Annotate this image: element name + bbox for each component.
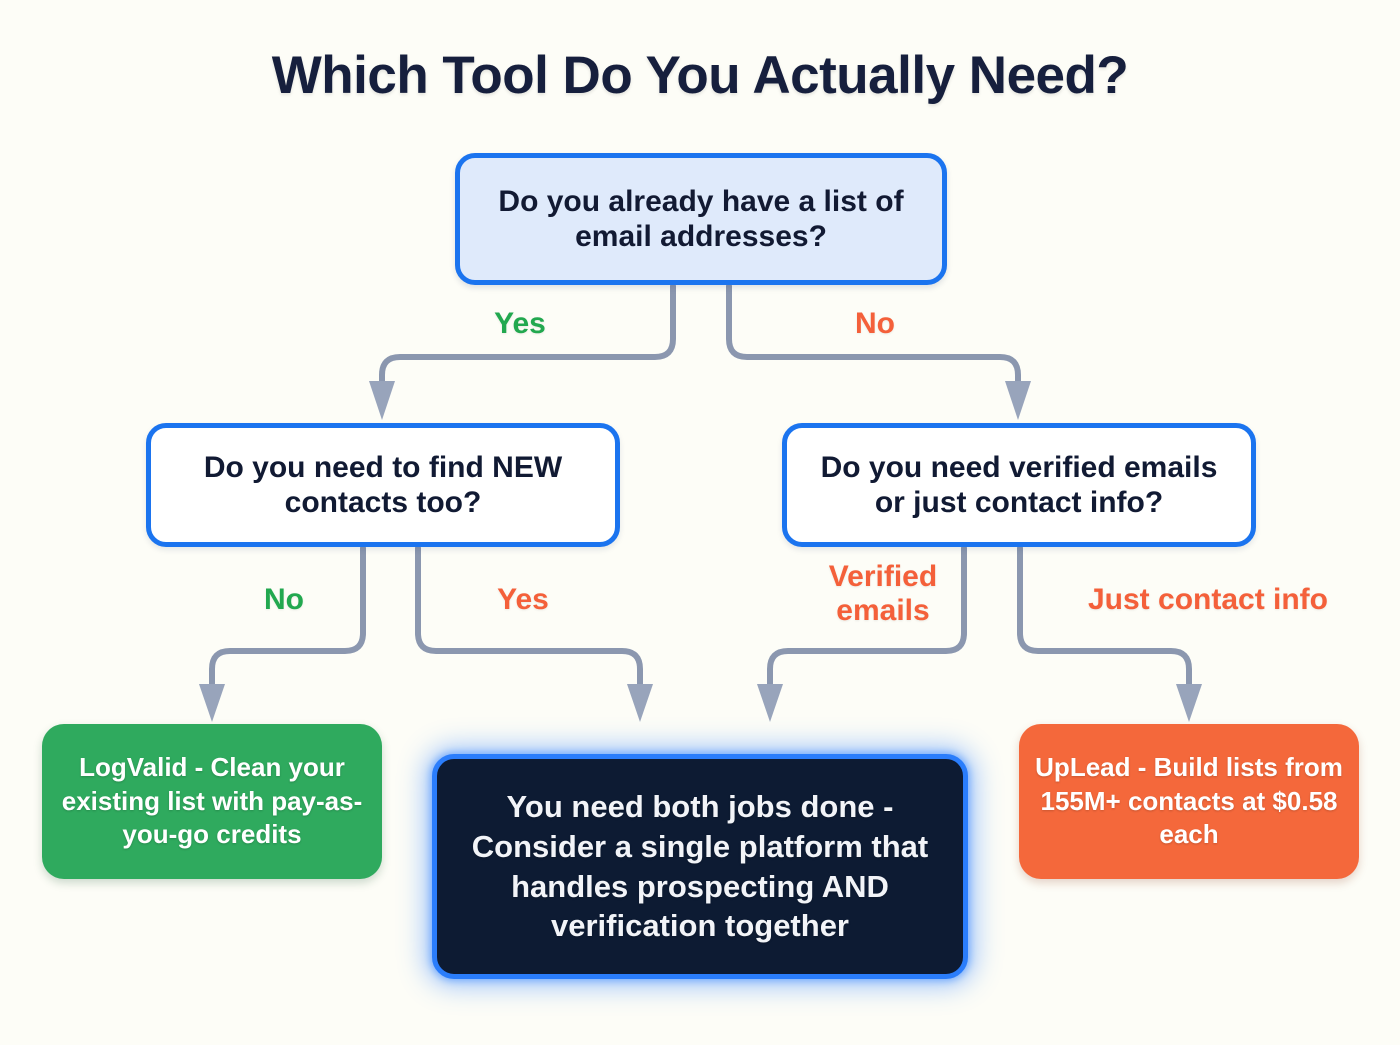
edge-label-root-no: No xyxy=(855,307,895,340)
node-root-question-text: Do you already have a list of email addr… xyxy=(498,184,904,253)
node-decision-new-contacts-text: Do you need to find NEW contacts too? xyxy=(203,450,563,519)
page-title: Which Tool Do You Actually Need? xyxy=(271,46,1129,105)
node-outcome-logvalid[interactable]: LogValid - Clean your existing list with… xyxy=(42,724,382,879)
node-outcome-uplead-text: UpLead - Build lists from 155M+ contacts… xyxy=(1035,751,1343,850)
edge-left-yes xyxy=(415,545,653,722)
node-decision-new-contacts[interactable]: Do you need to find NEW contacts too? xyxy=(146,423,620,547)
edge-label-left-yes: Yes xyxy=(497,583,549,616)
node-decision-verified-or-contact[interactable]: Do you need verified emails or just cont… xyxy=(782,423,1256,547)
node-outcome-logvalid-text: LogValid - Clean your existing list with… xyxy=(61,751,363,850)
node-outcome-uplead[interactable]: UpLead - Build lists from 155M+ contacts… xyxy=(1019,724,1359,879)
node-decision-verified-or-contact-text: Do you need verified emails or just cont… xyxy=(820,450,1218,519)
edge-right-contact xyxy=(1017,545,1202,722)
node-outcome-both-text: You need both jobs done - Consider a sin… xyxy=(471,789,929,944)
edge-label-root-yes: Yes xyxy=(494,307,546,340)
node-outcome-both[interactable]: You need both jobs done - Consider a sin… xyxy=(432,754,968,979)
edge-label-right-contact: Just contact info xyxy=(1087,583,1328,616)
node-root-question[interactable]: Do you already have a list of email addr… xyxy=(455,153,947,285)
edge-label-right-verified: Verified emails xyxy=(828,560,938,627)
edge-left-no xyxy=(199,545,366,722)
edge-label-left-no: No xyxy=(264,583,304,616)
